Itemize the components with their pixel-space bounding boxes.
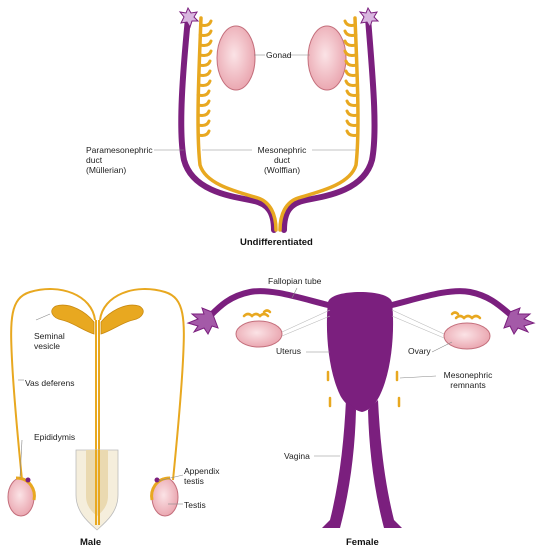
right-paramesonephric-duct	[281, 15, 378, 233]
right-mesonephric-duct	[278, 16, 360, 232]
left-mesonephric-tubules	[196, 19, 213, 137]
left-epididymis	[15, 476, 36, 501]
male-panel	[7, 288, 185, 531]
female-panel	[186, 287, 536, 528]
title-undifferentiated: Undifferentiated	[240, 237, 313, 248]
left-mesonephric-duct	[196, 16, 278, 232]
right-seminal-vesicle	[100, 304, 144, 335]
left-ovary	[235, 320, 283, 348]
right-epididymis	[150, 476, 171, 501]
label-vas-deferens: Vas deferens	[25, 378, 75, 388]
label-vagina: Vagina	[284, 451, 310, 461]
left-vas-deferens	[10, 288, 96, 481]
appendix-testis-dot	[154, 477, 160, 483]
right-fimbria	[358, 6, 380, 29]
right-fallopian-tube	[389, 288, 515, 319]
title-male: Male	[80, 537, 102, 548]
right-fimbriae	[503, 307, 536, 335]
right-gonad	[307, 25, 347, 91]
left-paramesonephric-duct	[178, 15, 277, 233]
right-vas-deferens	[99, 288, 185, 481]
vagina-shape	[322, 400, 356, 528]
title-female: Female	[346, 537, 379, 548]
left-fimbria	[178, 6, 200, 29]
label-uterus: Uterus	[276, 346, 302, 356]
label-appendix-testis: Appendix testis	[184, 466, 220, 486]
label-epididymis: Epididymis	[34, 432, 76, 442]
label-paramesonephric-duct: Paramesonephric duct (Müllerian)	[86, 145, 153, 175]
label-gonad: Gonad	[266, 50, 292, 60]
label-ovary: Ovary	[408, 346, 431, 356]
mesonephric-remnants	[242, 309, 482, 408]
left-fallopian-tube	[207, 288, 331, 319]
undifferentiated-panel	[154, 6, 380, 233]
left-gonad	[216, 25, 256, 91]
label-mesonephric-duct: Mesonephric duct (Wolffian)	[257, 145, 307, 175]
label-seminal-vesicle: Seminal vesicle	[34, 331, 65, 351]
left-fimbriae	[186, 307, 219, 335]
label-testis: Testis	[184, 500, 206, 510]
right-ovary	[443, 322, 491, 350]
left-seminal-vesicle	[51, 304, 95, 335]
uterus-shape	[326, 292, 394, 412]
right-mesonephric-tubules	[343, 19, 360, 137]
label-fallopian-tube: Fallopian tube	[268, 276, 322, 286]
label-mesonephric-remnants: Mesonephric remnants	[443, 370, 493, 390]
